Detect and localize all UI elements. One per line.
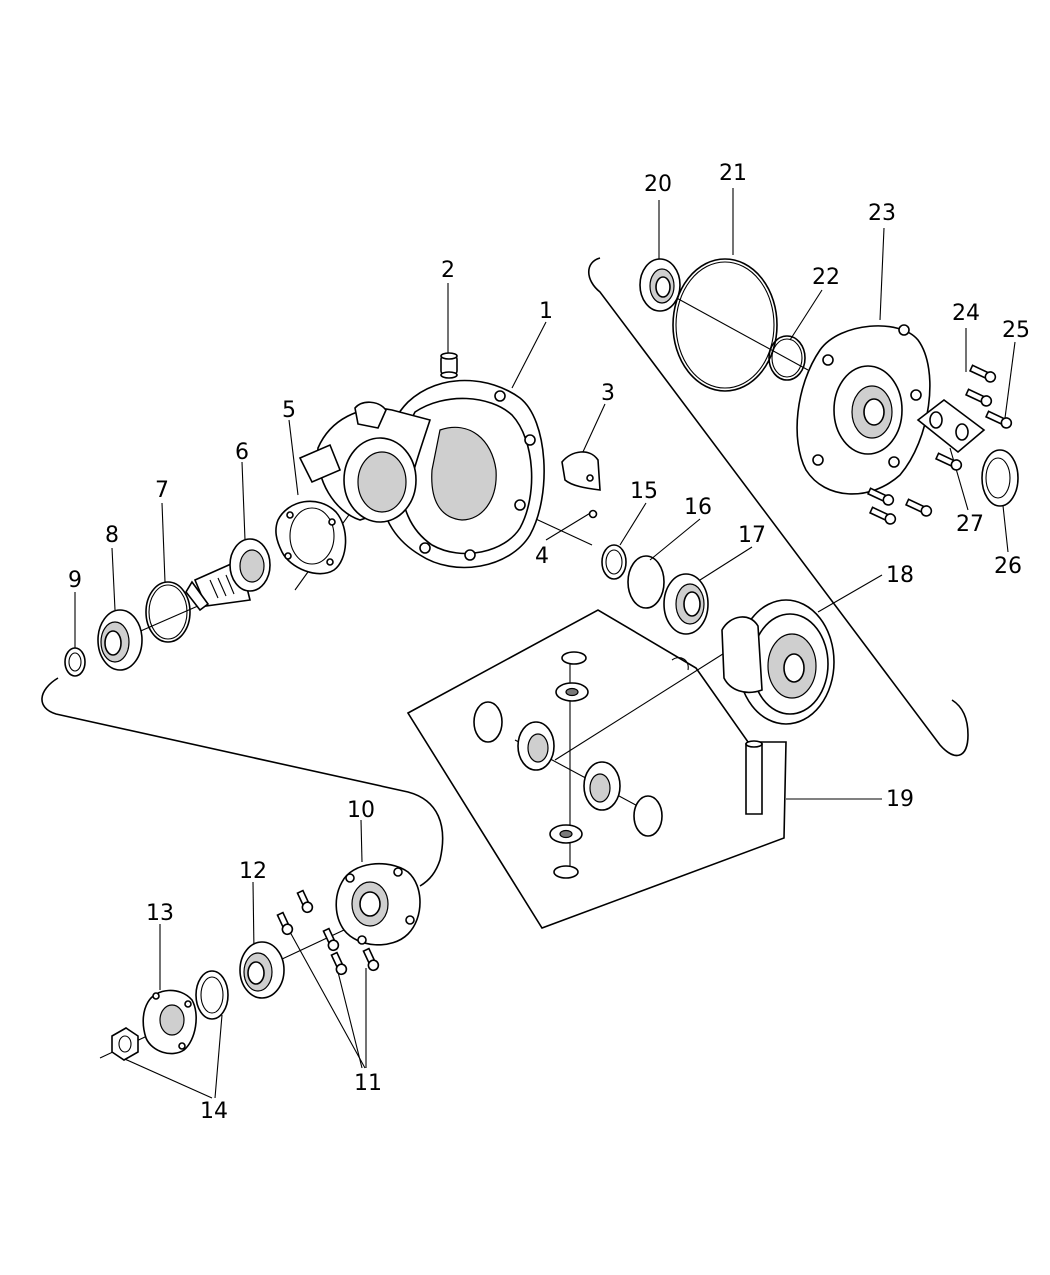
pinion-seal bbox=[64, 647, 86, 677]
callout-19: 19 bbox=[886, 787, 914, 812]
callout-3: 3 bbox=[601, 381, 615, 406]
callout-2: 2 bbox=[441, 258, 455, 283]
side-bearing bbox=[663, 573, 709, 635]
callout-22: 22 bbox=[812, 265, 840, 290]
diff-gears-kit bbox=[473, 651, 763, 879]
pinion-gear bbox=[185, 538, 271, 612]
pinion-group-outline bbox=[41, 677, 444, 887]
callout-1: 1 bbox=[539, 299, 553, 324]
differential-housing bbox=[298, 379, 545, 569]
pinion-bearing bbox=[97, 609, 143, 671]
callout-24: 24 bbox=[952, 301, 980, 326]
callout-25: 25 bbox=[1002, 318, 1030, 343]
shield-plate bbox=[561, 451, 601, 491]
callout-5: 5 bbox=[282, 398, 296, 423]
callout-26: 26 bbox=[994, 554, 1022, 579]
pinion-nut bbox=[111, 1027, 139, 1061]
callout-27: 27 bbox=[956, 512, 984, 537]
flange-housing bbox=[335, 862, 421, 946]
callout-20: 20 bbox=[644, 172, 672, 197]
gasket bbox=[275, 500, 347, 575]
callout-13: 13 bbox=[146, 901, 174, 926]
leader-lines bbox=[74, 188, 1016, 1099]
callout-6: 6 bbox=[235, 440, 249, 465]
callout-labels: 1 2 3 4 5 6 7 8 9 10 11 12 13 14 15 16 1… bbox=[68, 161, 1030, 1124]
flange-seal-ring bbox=[195, 970, 229, 1020]
seal-o-ring bbox=[768, 335, 806, 381]
rear-cover bbox=[796, 324, 931, 495]
companion-flange bbox=[142, 989, 197, 1055]
callout-11: 11 bbox=[354, 1071, 382, 1096]
vent-plug bbox=[440, 352, 458, 379]
callout-23: 23 bbox=[868, 201, 896, 226]
ring-gear bbox=[721, 599, 835, 725]
cover-o-ring bbox=[672, 258, 778, 392]
plug-kit bbox=[916, 398, 986, 454]
screw bbox=[588, 509, 598, 519]
callout-15: 15 bbox=[630, 479, 658, 504]
callout-12: 12 bbox=[239, 859, 267, 884]
side-seal bbox=[601, 544, 627, 580]
callout-10: 10 bbox=[347, 798, 375, 823]
callout-8: 8 bbox=[105, 523, 119, 548]
callout-17: 17 bbox=[738, 523, 766, 548]
output-seal bbox=[981, 449, 1019, 507]
callout-14: 14 bbox=[200, 1099, 228, 1124]
shim-ring bbox=[627, 555, 665, 609]
callout-16: 16 bbox=[684, 495, 712, 520]
output-shaft-group-outline bbox=[587, 257, 969, 757]
cover-bolts bbox=[866, 364, 1013, 525]
flange-bearing bbox=[239, 941, 285, 999]
output-bearing bbox=[639, 258, 681, 312]
o-ring bbox=[145, 581, 191, 643]
callout-21: 21 bbox=[719, 161, 747, 186]
callout-9: 9 bbox=[68, 568, 82, 593]
callout-4: 4 bbox=[535, 544, 549, 569]
callout-7: 7 bbox=[155, 478, 169, 503]
differential-gear-kit-outline bbox=[406, 609, 787, 929]
callout-18: 18 bbox=[886, 563, 914, 588]
flange-bolts bbox=[276, 889, 380, 976]
